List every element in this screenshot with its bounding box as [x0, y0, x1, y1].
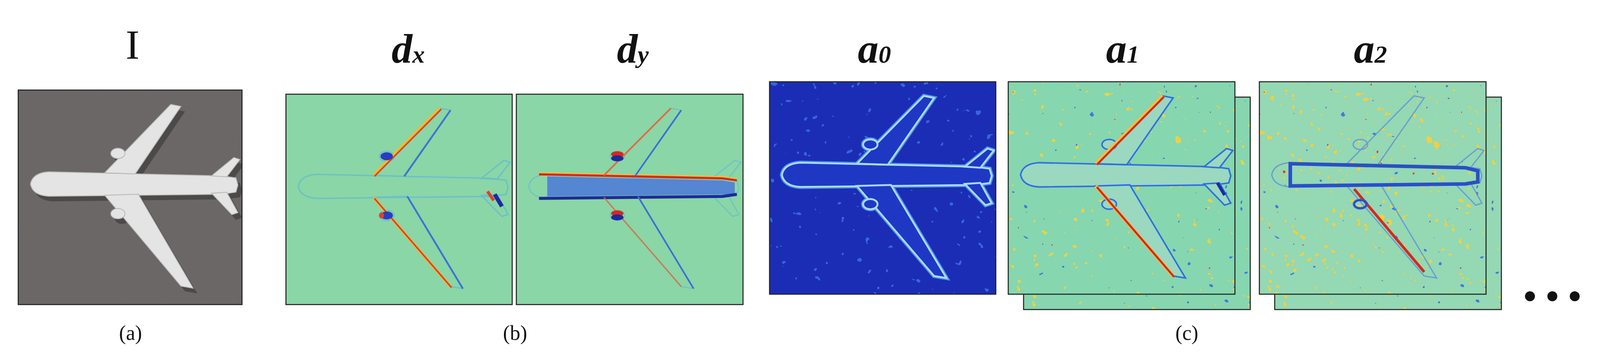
panel-title: a2 — [1353, 28, 1387, 70]
panel-title: dy — [617, 28, 649, 70]
panel-title: a1 — [1106, 28, 1140, 70]
panel-border — [285, 94, 513, 305]
panel-border — [516, 94, 744, 305]
panel-title: a0 — [857, 28, 891, 70]
feature-map — [1008, 81, 1235, 294]
panel-border — [18, 89, 243, 305]
panel-border — [1008, 81, 1235, 294]
gradient-y-map — [516, 94, 744, 305]
panel-title: I — [125, 24, 140, 66]
ellipsis-dots — [1524, 290, 1580, 301]
feature-map — [769, 81, 996, 294]
subfigure-label: (c) — [1175, 321, 1199, 343]
panel-border — [769, 81, 996, 294]
panel-title: dx — [391, 28, 425, 70]
subfigure-label: (a) — [118, 321, 143, 343]
input-image — [18, 89, 245, 305]
gradient-x-map — [285, 94, 513, 305]
feature-map — [1259, 81, 1494, 299]
panel-border — [1259, 81, 1487, 294]
subfigure-label: (b) — [503, 321, 528, 343]
